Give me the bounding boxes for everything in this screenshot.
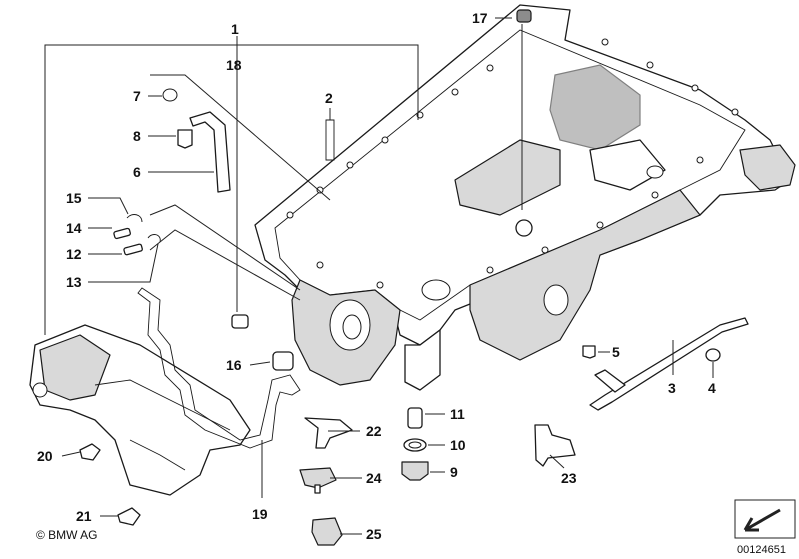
orientation-arrow-icon (734, 499, 796, 539)
plug-17-part (516, 9, 532, 23)
callout-18: 18 (226, 57, 242, 73)
dipstick-tube-part (189, 111, 231, 193)
bracket-23-part (534, 424, 576, 467)
document-number: 00124651 (737, 544, 786, 556)
callout-6: 6 (133, 164, 141, 180)
copyright-text: © BMW AG (36, 528, 98, 542)
callout-1: 1 (231, 21, 239, 37)
sleeve-16-part (272, 351, 294, 371)
callout-16: 16 (226, 357, 242, 373)
callout-5: 5 (612, 344, 620, 360)
front-bracket-part (29, 324, 251, 496)
callout-19: 19 (252, 506, 268, 522)
drain-plug-part (401, 461, 429, 481)
pin-12-part (123, 243, 143, 256)
bolt-5-part (582, 345, 596, 359)
bracket-22-part (304, 417, 353, 449)
level-rod-part (589, 317, 749, 411)
bolt-8-part (177, 129, 193, 149)
callout-24: 24 (366, 470, 382, 486)
callout-8: 8 (133, 128, 141, 144)
callout-14: 14 (66, 220, 82, 236)
gasket-part (137, 287, 301, 449)
callout-21: 21 (76, 508, 92, 524)
stud-part (325, 119, 335, 161)
callout-12: 12 (66, 246, 82, 262)
callout-4: 4 (708, 380, 716, 396)
circlip-13-part (147, 234, 161, 243)
callout-22: 22 (366, 423, 382, 439)
callout-23: 23 (561, 470, 577, 486)
bolt-20-part (79, 443, 101, 461)
sleeve-18-part (231, 314, 249, 329)
callout-13: 13 (66, 274, 82, 290)
callout-17: 17 (472, 10, 488, 26)
callout-7: 7 (133, 88, 141, 104)
callout-2: 2 (325, 90, 333, 106)
callout-labels: 1 18 17 2 7 8 6 15 14 12 13 16 5 3 4 11 … (37, 10, 716, 542)
washer-part (162, 88, 178, 102)
callout-10: 10 (450, 437, 466, 453)
callout-11: 11 (450, 406, 465, 422)
clip-24-part (299, 467, 337, 489)
callout-20: 20 (37, 448, 53, 464)
callout-15: 15 (66, 190, 82, 206)
clip-25-part (311, 517, 343, 546)
grommet-4-part (705, 348, 721, 362)
callout-3: 3 (668, 380, 676, 396)
callout-25: 25 (366, 526, 382, 542)
pin-14-part (113, 227, 131, 240)
leader-lines (44, 17, 714, 535)
bolt-21-part (117, 507, 141, 526)
sleeve-11-part (407, 407, 423, 429)
circlip-15-part (126, 214, 143, 223)
callout-9: 9 (450, 464, 458, 480)
